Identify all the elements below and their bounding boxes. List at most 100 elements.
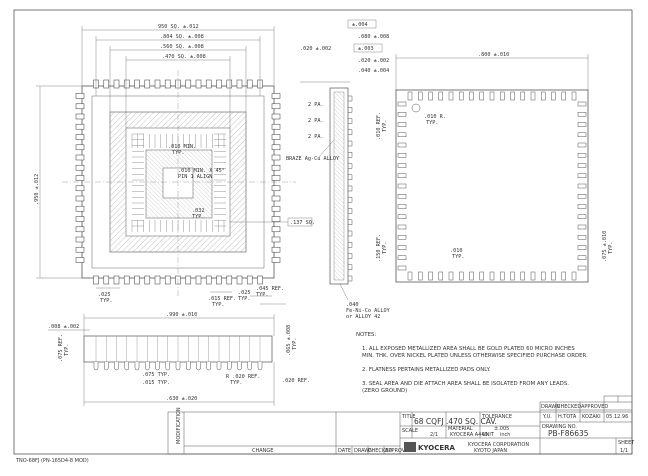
- footer-code: TNO-68FJ (PN-165D4-8 MOD): [15, 458, 89, 464]
- side-dim-4: .040 ±.004: [358, 68, 389, 74]
- bottom-label-1: .075 TYP.: [142, 372, 170, 378]
- tolerance-value: ±.005: [494, 426, 509, 432]
- lead-left: [75, 195, 85, 202]
- footprint-lead-right: [577, 224, 587, 230]
- lead-bottom: [205, 275, 212, 285]
- lead-right: [271, 185, 281, 192]
- top-view: 950 SQ. ±.012 .804 SQ. ±.008 .560 SQ. ±.…: [34, 24, 315, 308]
- footprint-lead-right: [577, 245, 587, 250]
- footprint-lead-top: [448, 91, 454, 101]
- footprint-lead-left: [397, 132, 407, 137]
- scale-value: 2/1: [430, 432, 438, 438]
- footprint-lead-right: [577, 163, 587, 168]
- lead-bottom: [123, 275, 130, 285]
- sheet-label: SHEET: [618, 440, 635, 446]
- lead-right: [271, 164, 281, 171]
- profile-lead: [257, 362, 263, 371]
- footprint-lead-top: [459, 91, 464, 101]
- drawing-number: PB-F86635: [548, 429, 589, 438]
- note-1b: MIN. THK. OVER NICKEL PLATED UNLESS OTHE…: [362, 353, 588, 359]
- side-lead: [348, 242, 353, 248]
- lead-right: [271, 93, 281, 99]
- lead-top: [236, 79, 243, 89]
- note-2: 2. FLATNESS PERTAINS METALLIZED PADS ONL…: [362, 367, 491, 373]
- side-label-1: 2 PA.: [308, 102, 324, 108]
- side-lead: [348, 174, 353, 180]
- footprint-lead-left: [397, 255, 407, 260]
- lead-right: [271, 195, 281, 202]
- right-right-typ: TYP.: [608, 242, 614, 255]
- checked-by: H.TOTA: [558, 414, 577, 420]
- height-dim: .950 ±.012: [34, 174, 40, 205]
- rev-checked: CHECKED: [368, 448, 392, 454]
- profile-lead: [227, 362, 232, 371]
- lead-left: [75, 257, 85, 263]
- side-lead: [348, 118, 353, 124]
- side-lead: [348, 152, 353, 158]
- profile-lead: [104, 362, 109, 371]
- company-location: KYOTO JAPAN: [474, 448, 507, 454]
- footprint-lead-top: [479, 91, 484, 101]
- footprint-lead-bottom: [448, 271, 454, 281]
- footprint-lead-bottom: [510, 271, 515, 281]
- lead-left: [75, 185, 85, 192]
- footprint-lead-top: [551, 91, 556, 101]
- lead-bottom: [113, 275, 120, 285]
- note-3b: (ZERO GROUND): [362, 388, 407, 394]
- footprint-lead-bottom: [561, 271, 566, 281]
- sheet-border: [13, 9, 633, 455]
- footprint-lead-top: [541, 91, 546, 101]
- footprint-lead-top: [407, 91, 413, 101]
- footprint-lead-top: [500, 91, 505, 101]
- modification-label: MODIFICATION: [176, 407, 182, 444]
- scale-label: SCALE: [402, 428, 418, 434]
- rev-drawn: DRAWN: [354, 448, 373, 454]
- lead-left: [75, 175, 85, 181]
- seal-num: .040: [346, 302, 359, 308]
- profile-lead: [93, 362, 99, 371]
- footprint-lead-bottom: [530, 271, 536, 281]
- lead-right: [271, 236, 281, 243]
- unit-label: UNIT: [482, 432, 495, 438]
- right-bottom-typ: TYP.: [452, 254, 465, 260]
- footprint-lead-bottom: [459, 271, 464, 281]
- lead-right: [271, 205, 281, 212]
- lead-bottom: [216, 275, 222, 285]
- lead-top: [113, 79, 120, 89]
- footprint-lead-bottom: [418, 271, 423, 281]
- footprint-lead-right: [577, 142, 587, 148]
- footprint-lead-left: [397, 224, 407, 230]
- lead-top: [226, 79, 233, 89]
- right-view: .800 ±.010 .010 R. TYP. .010 REF. TYP. .…: [376, 52, 614, 283]
- top-dim-3: .560 SQ. ±.008: [160, 44, 204, 50]
- right-pitch-typ: TYP.: [382, 120, 388, 133]
- material-value: KYOCERA A440: [450, 432, 488, 438]
- right-right-dim: .075 ±.010: [602, 231, 608, 262]
- lead-right: [271, 144, 281, 151]
- lead-left: [75, 123, 85, 130]
- footprint-lead-bottom: [520, 271, 525, 281]
- rev-approved: APPROVED: [385, 448, 412, 454]
- footprint-lead-right: [577, 183, 587, 189]
- footprint-lead-bottom: [428, 271, 433, 281]
- company-name: KYOCERA CORPORATION: [468, 442, 529, 448]
- seal-alloy: Fe-Ni-Co ALLOY: [346, 308, 391, 314]
- lead-right: [271, 246, 281, 253]
- lead-left: [75, 154, 85, 161]
- drawn-label: DRAWN: [541, 404, 560, 410]
- footprint-lead-right: [577, 235, 587, 240]
- rev-date: DATE: [338, 448, 351, 454]
- footprint-lead-top: [438, 91, 443, 101]
- logo-text: KYOCERA: [418, 444, 456, 452]
- footprint-lead-right: [577, 204, 587, 209]
- checked-label: CHECKED: [557, 404, 581, 410]
- footprint-lead-left: [397, 173, 407, 178]
- footprint-lead-top: [571, 91, 577, 101]
- lead-top: [195, 79, 202, 89]
- drawn-by: Y.U.: [542, 414, 552, 420]
- braze-alloy: BRAZE Ag-Cu ALLOY: [286, 156, 340, 162]
- lead-bottom: [195, 275, 202, 285]
- bottom-width-2: .630 ±.020: [166, 396, 197, 402]
- footprint-lead-right: [577, 265, 587, 271]
